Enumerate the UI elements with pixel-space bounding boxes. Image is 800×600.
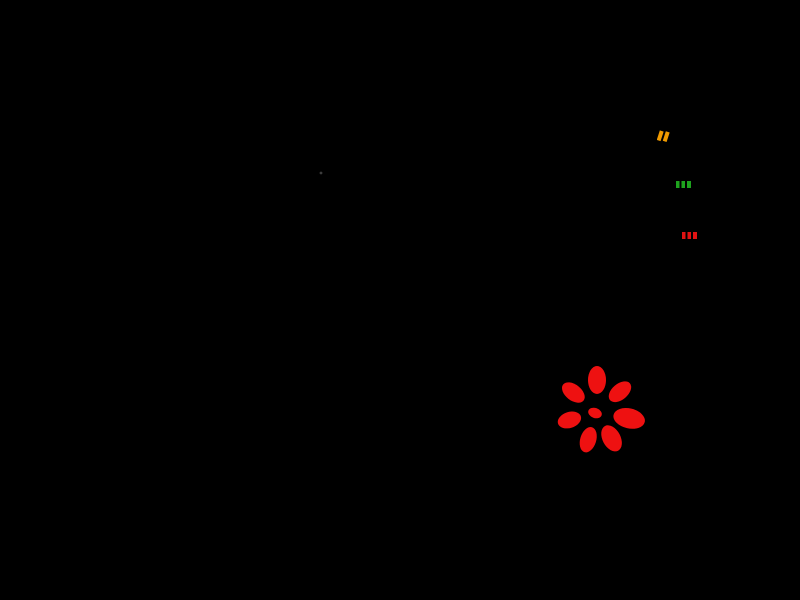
red-blip-bar xyxy=(693,232,697,239)
green-blip-icon xyxy=(676,181,691,188)
red-blip-bar xyxy=(687,232,691,239)
splat-core xyxy=(588,407,602,419)
red-splat-icon xyxy=(557,366,645,453)
splat-petal xyxy=(561,382,585,403)
orange-blip-icon xyxy=(657,130,670,143)
splat-petal xyxy=(557,411,582,429)
green-blip-bar xyxy=(681,181,685,188)
splat-petal xyxy=(601,425,622,452)
green-blip-bar xyxy=(676,181,680,188)
red-blip-icon xyxy=(682,232,697,239)
red-blip-bar xyxy=(682,232,686,239)
green-blip-bar xyxy=(687,181,691,188)
splat-petal xyxy=(613,408,645,429)
splat-petal xyxy=(608,381,632,403)
orange-blip-bar xyxy=(657,130,664,142)
cursor-dot-shape xyxy=(319,171,323,175)
splat-petal xyxy=(588,366,606,394)
orange-blip-bar xyxy=(662,131,670,143)
splat-petal xyxy=(579,427,597,453)
cursor-dot xyxy=(319,171,323,175)
